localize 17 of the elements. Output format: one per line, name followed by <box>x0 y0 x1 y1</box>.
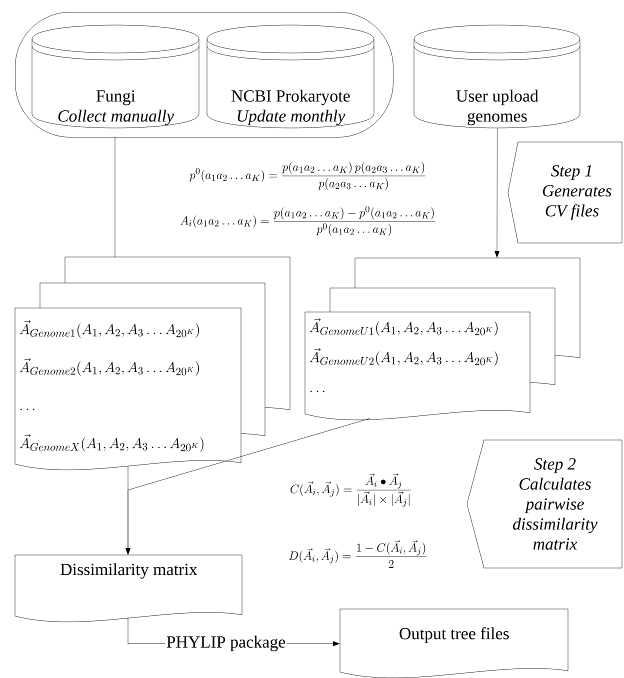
document-box: Output tree files <box>340 608 568 678</box>
document-box: Dissimilarity matrix <box>14 554 242 622</box>
step-callout: Step 1 Generates CV files <box>508 142 622 244</box>
edge-label: PHYLIP package <box>165 634 287 652</box>
formula: $A_i(a_1a_2\ldots a_K)=\frac{p(a_1a_2\ldots a_K)-p^0(a_1a_2\ldots a_K)}{p^0(a_1a_2\ldots a_K)}$ <box>180 206 435 236</box>
formula: $D(\vec{A}_i,\vec{A}_j)=\frac{1-C(\vec{A}_i,\vec{A}_j)}{2}$ <box>289 540 426 568</box>
database-cylinder: NCBI Prokaryote Update monthly <box>206 24 374 128</box>
step-callout: Step 2 Calculates pairwise dissimilarity matrix <box>466 440 622 568</box>
document-stack: $\vec{A}_{Genome1}(A_1,A_2,A_3\ldots A_{20^K})$ $\vec{A}_{Genome2}(A_1,A_2,A_3\ldots A_{20^K})$ $\ldots$ $\vec{A}_{GenomeX}(A_1,A_2,A_3\ldots A_{20^K})$ <box>14 256 290 470</box>
rounded-container <box>15 12 394 138</box>
arrow <box>126 418 370 555</box>
database-cylinder: User upload genomes <box>414 24 580 128</box>
arrow <box>494 128 500 258</box>
formula: $p^0(a_1a_2\ldots a_K)=\frac{p(a_1a_2\ldots a_K)\,p(a_2a_3\ldots a_K)}{p(a_2a_3\ldots a_K)}$ <box>189 162 426 190</box>
document-stack: $\vec{A}_{GenomeU1}(A_1,A_2,A_3\ldots A_{20^K})$ $\vec{A}_{GenomeU2}(A_1,A_2,A_3\ldots A_{20^K})$ $\ldots$ <box>304 258 580 420</box>
formula: $C(\vec{A}_i,\vec{A}_j)=\frac{\vec{A}_i\bullet\vec{A}_j}{|\vec{A}_i|\times|\vec{A}_j|}$ <box>290 473 411 507</box>
database-cylinder: Fungi Collect manually <box>32 24 200 128</box>
